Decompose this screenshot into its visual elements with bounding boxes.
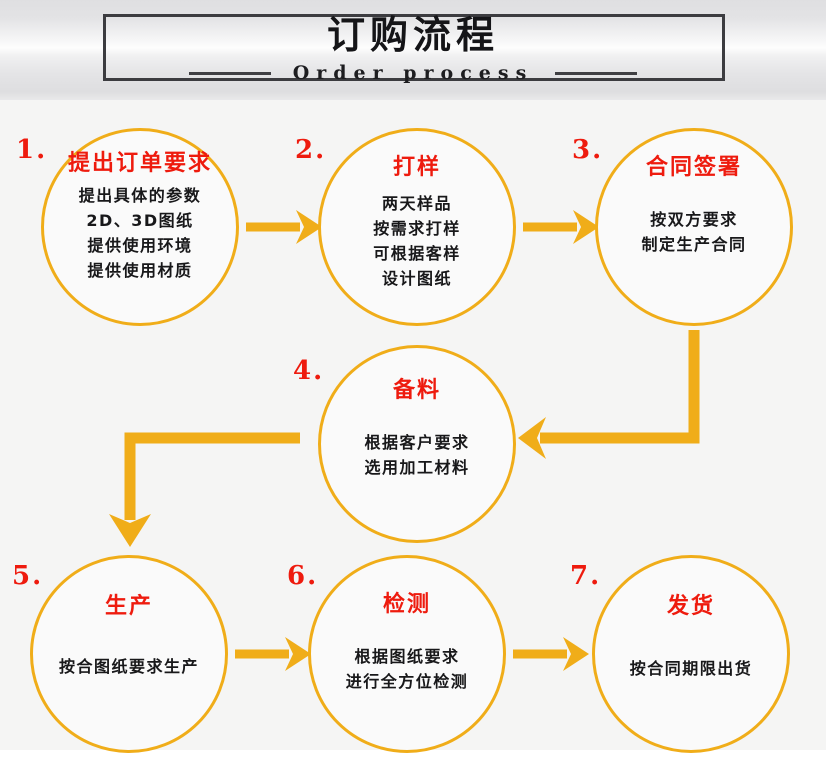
step-detail-line: 根据客户要求 [364,433,470,452]
arrow-step5-to-step6 [235,637,311,671]
header-band: 订购流程 Order process [0,0,826,100]
step-number-5: 5. [12,561,44,591]
step-detail-line: 设计图纸 [381,269,452,288]
step-detail-line: 制定生产合同 [641,235,747,254]
step-number-6: 6. [287,561,319,591]
step-detail-line: 提供使用环境 [87,236,193,255]
step-detail-list-5: 按合图纸要求生产 [59,656,199,678]
step-detail-list-1: 提出具体的参数 2D、3D图纸 提供使用环境 提供使用材质 [79,185,202,282]
step-detail-line: 按需求打样 [373,219,461,238]
step-detail-line: 按合图纸要求生产 [58,657,199,676]
page-title: 订购流程 [326,13,499,57]
step-detail-list-6: 根据图纸要求 进行全方位检测 [346,646,469,693]
step-number-2: 2. [295,135,327,165]
step-title-7: 发货 [666,594,715,619]
step-detail-line: 根据图纸要求 [354,647,460,666]
process-step-1[interactable]: 提出订单要求 提出具体的参数 2D、3D图纸 提供使用环境 提供使用材质 [41,128,239,326]
arrow-step4-to-step5 [109,432,300,547]
step-detail-line: 2D、3D图纸 [86,211,194,230]
step-number-7: 7. [570,561,602,591]
step-title-2: 打样 [392,155,441,180]
step-detail-line: 进行全方位检测 [345,672,469,691]
process-step-7[interactable]: 发货 按合同期限出货 [592,555,790,753]
step-detail-list-4: 根据客户要求 选用加工材料 [364,432,469,479]
step-number-1: 1. [16,135,48,165]
process-step-3[interactable]: 合同签署 按双方要求 制定生产合同 [595,128,793,326]
flow-diagram: 1. 2. 3. 4. 5. 6. 7. 提出订单要求 提出具体的参数 2D、3… [0,100,826,753]
process-step-6[interactable]: 检测 根据图纸要求 进行全方位检测 [308,555,506,753]
step-detail-line: 提出具体的参数 [78,186,202,205]
step-detail-line: 可根据客样 [373,244,461,263]
arrow-step1-to-step2 [246,210,322,244]
header-subtitle-row: Order process [0,62,826,84]
step-detail-line: 按双方要求 [650,210,738,229]
step-detail-line: 两天样品 [381,194,452,213]
step-detail-list-3: 按双方要求 制定生产合同 [641,209,746,256]
step-title-3: 合同签署 [645,155,742,180]
step-detail-list-2: 两天样品 按需求打样 可根据客样 设计图纸 [373,193,461,290]
process-step-4[interactable]: 备料 根据客户要求 选用加工材料 [318,345,516,543]
subtitle-rule-right [555,71,638,75]
header-frame [103,14,725,81]
page-subtitle: Order process [292,62,534,84]
step-number-3: 3. [572,135,604,165]
step-detail-line: 提供使用材质 [87,261,193,280]
flow-connectors [109,210,700,671]
arrow-step6-to-step7 [513,637,589,671]
step-number-4: 4. [293,356,325,386]
process-step-5[interactable]: 生产 按合图纸要求生产 [30,555,228,753]
step-title-4: 备料 [392,378,441,403]
step-detail-line: 选用加工材料 [364,458,470,477]
step-title-6: 检测 [382,592,431,617]
step-title-5: 生产 [104,594,153,619]
process-step-2[interactable]: 打样 两天样品 按需求打样 可根据客样 设计图纸 [318,128,516,326]
subtitle-rule-left [188,71,271,75]
step-detail-line: 按合同期限出货 [629,659,753,678]
arrow-step2-to-step3 [523,210,599,244]
step-detail-list-7: 按合同期限出货 [630,658,753,680]
step-title-1: 提出订单要求 [67,151,212,176]
arrow-step3-to-step4 [518,330,700,459]
